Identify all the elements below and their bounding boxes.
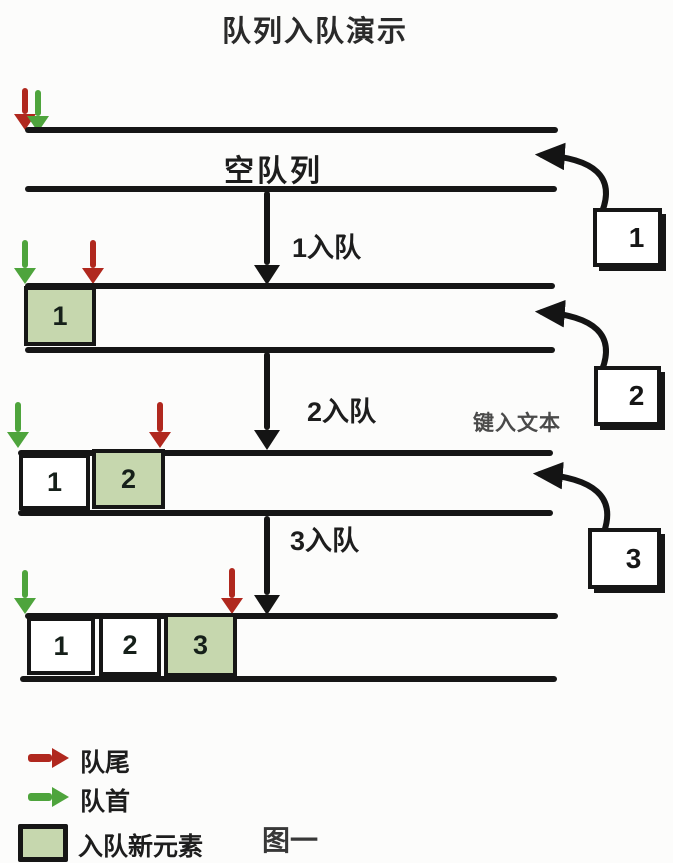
legend-head-label: 队首 — [80, 788, 131, 816]
legend-head-arrow-icon — [28, 787, 69, 807]
queue-cell: 1 — [19, 454, 90, 510]
tail-pointer-arrow-icon — [82, 240, 104, 284]
diagram-title: 队列入队演示 — [222, 16, 409, 48]
tail-pointer-arrow-icon — [221, 568, 243, 614]
legend-new-element-label: 入队新元素 — [78, 833, 204, 861]
incoming-element-box: 1 — [593, 208, 662, 267]
flow-down-arrow-icon — [254, 352, 280, 450]
queue-top-rail — [25, 613, 558, 619]
enqueue-2-label: 2入队 — [307, 397, 377, 427]
legend-tail-label: 队尾 — [80, 749, 131, 777]
queue-top-rail — [25, 283, 555, 289]
incoming-element-box: 2 — [594, 366, 661, 426]
flow-down-arrow-icon — [254, 191, 280, 285]
tail-pointer-arrow-icon — [149, 402, 171, 448]
queue-cell: 2 — [99, 615, 161, 676]
empty-queue-label: 空队列 — [224, 155, 323, 188]
head-pointer-arrow-icon — [14, 240, 36, 284]
legend-tail-arrow-icon — [28, 748, 69, 768]
queue-cell: 1 — [27, 617, 95, 675]
flow-down-arrow-icon — [254, 516, 280, 615]
queue-cell: 2 — [92, 449, 165, 509]
incoming-element-box: 3 — [588, 528, 661, 589]
enqueue-3-label: 3入队 — [290, 526, 360, 556]
queue-top-rail — [25, 127, 558, 133]
enqueue-curved-arrow-icon — [534, 299, 609, 373]
legend-new-element-icon — [18, 824, 68, 862]
queue-cell: 1 — [24, 286, 96, 346]
queue-cell: 3 — [164, 613, 237, 677]
queue-bottom-rail — [18, 510, 553, 516]
type-text-note: 键入文本 — [473, 412, 561, 435]
figure-caption: 图一 — [262, 825, 319, 856]
queue-top-rail — [18, 450, 553, 456]
queue-bottom-rail — [25, 186, 557, 192]
head-pointer-arrow-icon — [27, 90, 49, 132]
queue-bottom-rail — [25, 347, 555, 353]
enqueue-curved-arrow-icon — [532, 461, 611, 535]
enqueue-curved-arrow-icon — [534, 142, 609, 215]
head-pointer-arrow-icon — [7, 402, 29, 448]
head-pointer-arrow-icon — [14, 570, 36, 614]
queue-bottom-rail — [20, 676, 557, 682]
enqueue-1-label: 1入队 — [292, 233, 362, 263]
